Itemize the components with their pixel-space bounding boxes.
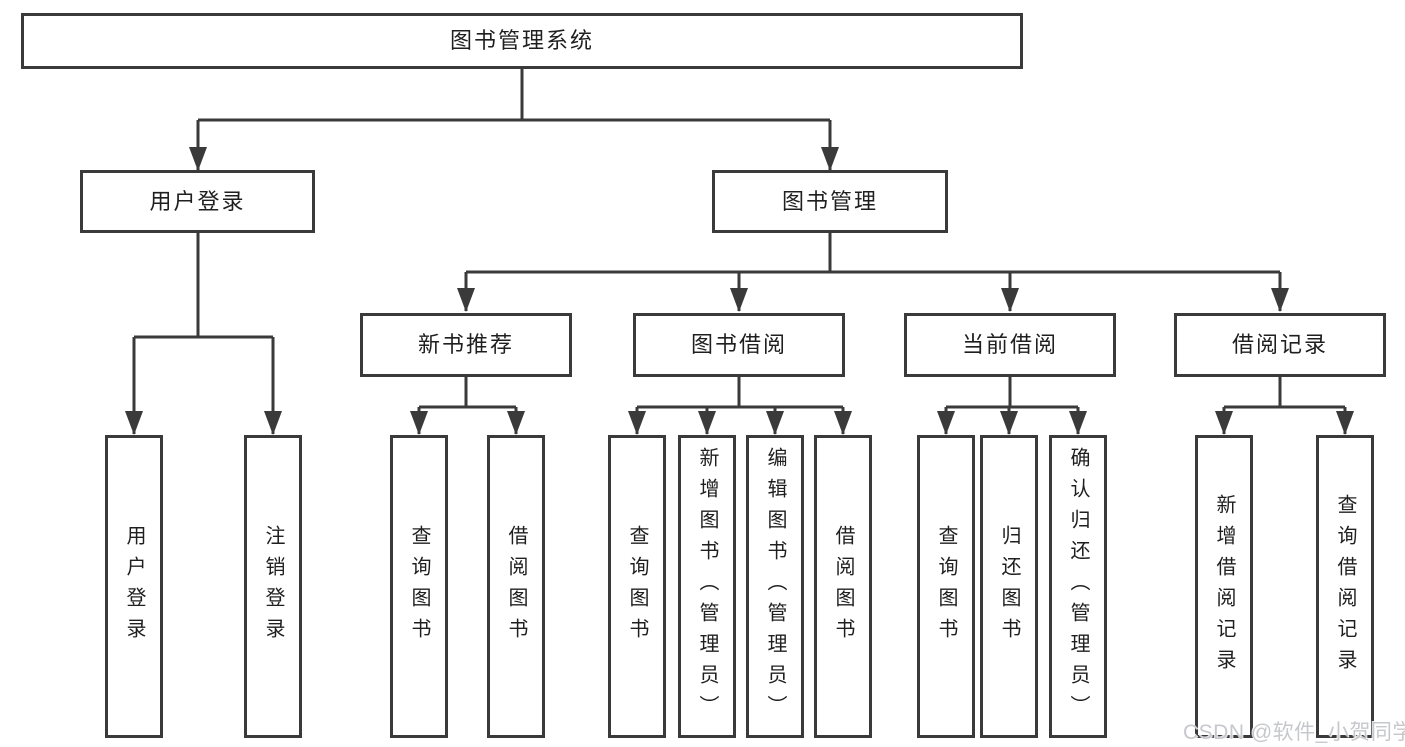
edge-book-mgmt-trunk: [466, 233, 1280, 274]
leaf-edit-book-admin: 编辑图书（管理员）: [746, 435, 804, 738]
leaf-return-book: 归还图书: [980, 435, 1038, 738]
edge-new-book-rec-trunk: [419, 377, 516, 409]
leaf-query-book-3: 查询图书: [917, 435, 975, 738]
node-book-management: 图书管理: [712, 170, 948, 233]
node-root-system: 图书管理系统: [21, 13, 1023, 69]
node-current-borrow: 当前借阅: [904, 313, 1116, 377]
leaf-query-book-1: 查询图书: [390, 435, 448, 738]
leaf-add-book-admin: 新增图书（管理员）: [678, 435, 736, 738]
leaf-borrow-book-2: 借阅图书: [814, 435, 872, 738]
leaf-confirm-return-admin: 确认归还（管理员）: [1049, 435, 1107, 738]
node-new-book-recommend: 新书推荐: [360, 313, 572, 377]
leaf-borrow-book-1: 借阅图书: [487, 435, 545, 738]
edge-root-trunk: [198, 69, 830, 122]
leaf-query-book-2: 查询图书: [608, 435, 666, 738]
leaf-query-borrow-record: 查询借阅记录: [1316, 435, 1374, 738]
leaf-add-borrow-record: 新增借阅记录: [1195, 435, 1253, 738]
node-book-borrow: 图书借阅: [633, 313, 845, 377]
csdn-watermark: CSDN @软件_小贺同学: [1183, 721, 1405, 744]
edge-user-login-trunk: [134, 233, 273, 339]
edge-current-borrow-trunk: [946, 377, 1078, 409]
node-user-login: 用户登录: [80, 170, 315, 233]
leaf-logout: 注销登录: [244, 435, 302, 738]
leaf-user-login: 用户登录: [105, 435, 163, 738]
edge-borrow-records-trunk: [1224, 377, 1345, 409]
node-borrow-records: 借阅记录: [1174, 313, 1386, 377]
edge-book-borrow-trunk: [637, 377, 843, 409]
